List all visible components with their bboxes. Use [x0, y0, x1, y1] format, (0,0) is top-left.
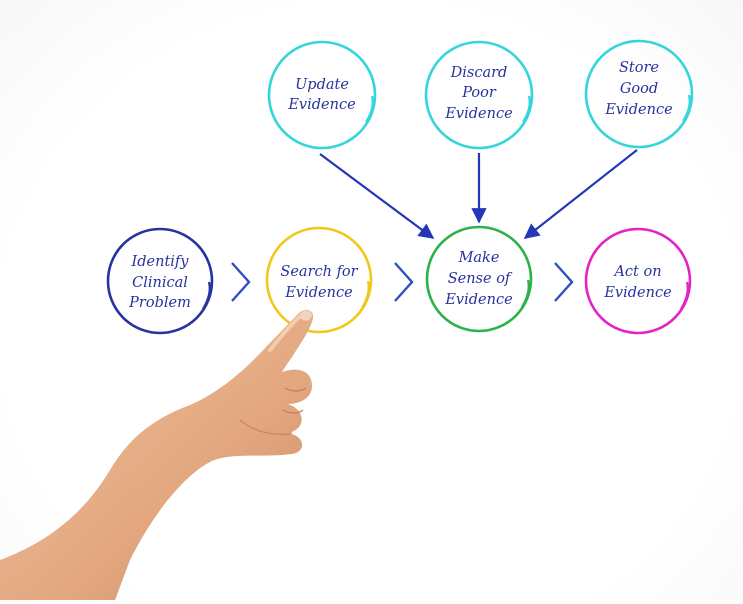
node-label-line: Evidence	[284, 285, 352, 301]
node-circle	[424, 40, 534, 150]
node-circle	[106, 227, 214, 335]
node-label-line: Store	[619, 60, 659, 76]
arrow-update-to-sense	[319, 153, 435, 239]
node-label-line: Poor	[461, 85, 497, 101]
node-update-evidence: Update Evidence	[267, 40, 377, 150]
node-label-line: Act on	[612, 264, 661, 280]
node-label-line: Make	[458, 250, 500, 266]
fingernail	[299, 310, 312, 321]
chevron-icon	[554, 262, 574, 302]
node-circle	[265, 226, 373, 334]
chevron-icon	[231, 262, 251, 302]
node-label-line: Evidence	[604, 102, 672, 118]
node-label-line: Evidence	[444, 292, 512, 308]
node-circle	[425, 225, 533, 333]
node-circle	[584, 39, 694, 149]
node-label-line: Update	[295, 77, 349, 93]
node-identify-clinical-problem: Identify Clinical Problem	[106, 227, 214, 335]
node-circle-tail	[680, 281, 689, 310]
pointing-hand-image	[0, 309, 314, 600]
node-search-for-evidence: Search for Evidence	[265, 226, 373, 334]
node-label-line: Sense of	[448, 271, 513, 287]
node-label-line: Discard	[450, 65, 508, 81]
node-circle	[267, 40, 377, 150]
knuckle-crease	[284, 387, 307, 392]
node-label-line: Evidence	[603, 285, 671, 301]
node-circle-tail	[521, 279, 530, 308]
node-discard-poor-evidence: Discard Poor Evidence	[424, 40, 534, 150]
node-make-sense-of-evidence: Make Sense of Evidence	[425, 225, 533, 333]
arrow-store-to-sense	[523, 149, 638, 239]
node-circle-tail	[522, 95, 531, 123]
node-label-line: Evidence	[287, 97, 355, 113]
node-act-on-evidence: Act on Evidence	[584, 227, 692, 335]
node-label-line: Good	[620, 81, 658, 97]
node-circle-tail	[682, 94, 691, 122]
node-label-line: Evidence	[444, 106, 512, 122]
node-label-line: Identify	[131, 254, 190, 270]
node-label-line: Problem	[128, 295, 191, 311]
node-circle-tail	[365, 95, 374, 123]
chevron-icon	[394, 262, 414, 302]
node-label-line: Search for	[280, 264, 358, 280]
node-circle-tail	[202, 281, 211, 310]
knuckle-crease	[239, 419, 291, 436]
knuckle-crease	[282, 409, 304, 414]
node-circle-tail	[361, 280, 370, 309]
node-circle	[584, 227, 692, 335]
hand-shape	[0, 309, 314, 600]
node-store-good-evidence: Store Good Evidence	[584, 39, 694, 149]
node-label-line: Clinical	[132, 275, 188, 291]
